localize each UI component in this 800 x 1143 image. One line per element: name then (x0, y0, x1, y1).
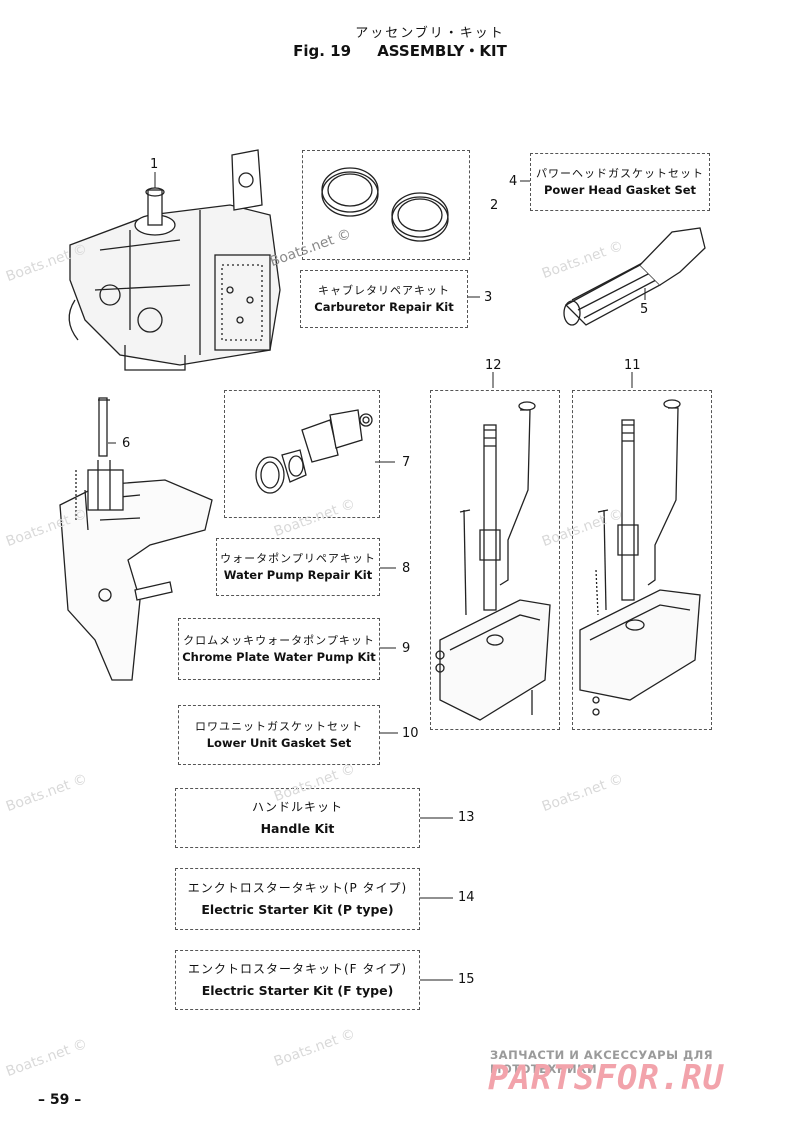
lower-unit-gasket-set-box: ロワユニットガスケットセット Lower Unit Gasket Set (178, 705, 380, 765)
chrome-plate-water-pump-kit-box: クロムメッキウォータポンプキット Chrome Plate Water Pump… (178, 618, 380, 680)
water-pump-parts-illustration (255, 409, 373, 494)
ref-number-2: 2 (490, 198, 499, 213)
lower-unit-housing-12-box (430, 390, 560, 730)
chrome-plate-water-pump-kit-jp: クロムメッキウォータポンプキット (183, 634, 375, 647)
water-pump-repair-kit-box: ウォータポンプリペアキット Water Pump Repair Kit (216, 538, 380, 596)
chrome-plate-water-pump-kit-label: Chrome Plate Water Pump Kit (182, 650, 376, 664)
piston-rings-illustration (321, 167, 449, 242)
shop-subtitle: ЗАПЧАСТИ И АКСЕССУАРЫ ДЛЯ МОТОТЕХНИКИ (490, 1048, 714, 1076)
lower-unit-housing-11-box (572, 390, 712, 730)
electric-starter-kit-p-box: エンクトロスタータキット(P タイプ) Electric Starter Kit… (175, 868, 420, 930)
carburetor-repair-kit-box: キャブレタリペアキット Carburetor Repair Kit (300, 270, 468, 328)
ref-number-8: 8 (402, 561, 411, 576)
ref-number-6: 6 (122, 436, 131, 451)
lower-unit-housing-12-illustration (435, 401, 551, 721)
water-pump-parts-box (224, 390, 380, 518)
shop-logo: PARTSFOR.RU (488, 1058, 725, 1098)
page-number: – 59 – (38, 1092, 82, 1108)
ref-number-3: 3 (484, 290, 493, 305)
ref-number-14: 14 (458, 890, 475, 905)
electric-starter-kit-p-label: Electric Starter Kit (P type) (201, 902, 394, 917)
handle-kit-box: ハンドルキット Handle Kit (175, 788, 420, 848)
ref-number-5: 5 (640, 302, 649, 317)
carburetor-repair-kit-jp: キャブレタリペアキット (318, 284, 450, 297)
handle-kit-label: Handle Kit (260, 821, 335, 836)
electric-starter-kit-f-label: Electric Starter Kit (F type) (201, 983, 394, 998)
ref-number-7: 7 (402, 455, 411, 470)
ref-number-1: 1 (150, 157, 159, 172)
lower-unit-gasket-set-label: Lower Unit Gasket Set (206, 736, 352, 750)
piston-rings-box (302, 150, 470, 260)
figure-number: Fig. 19 (293, 42, 352, 60)
page-title-japanese: アッセンブリ・キット (355, 26, 505, 41)
ref-number-9: 9 (402, 641, 411, 656)
handle-kit-jp: ハンドルキット (251, 800, 343, 814)
water-pump-repair-kit-jp: ウォータポンプリペアキット (220, 552, 376, 565)
lower-unit-gasket-set-jp: ロワユニットガスケットセット (195, 720, 363, 733)
lower-unit-illustration (59, 397, 213, 681)
page-title: Fig. 19 ASSEMBLY・KIT (0, 40, 800, 61)
carburetor-repair-kit-label: Carburetor Repair Kit (314, 300, 454, 314)
ref-number-10: 10 (402, 726, 419, 741)
power-head-illustration (68, 149, 281, 371)
power-head-gasket-set-box: パワーヘッドガスケットセット Power Head Gasket Set (530, 153, 710, 211)
electric-starter-kit-f-jp: エンクトロスタータキット(F タイプ) (187, 962, 408, 976)
lower-unit-housing-11-illustration (579, 399, 701, 716)
ref-number-4: 4 (509, 174, 518, 189)
ref-number-13: 13 (458, 810, 475, 825)
figure-title: ASSEMBLY・KIT (377, 42, 507, 60)
power-head-gasket-set-label: Power Head Gasket Set (543, 183, 697, 197)
handle-grip-illustration (563, 227, 706, 326)
electric-starter-kit-f-box: エンクトロスタータキット(F タイプ) Electric Starter Kit… (175, 950, 420, 1010)
ref-number-12: 12 (485, 358, 502, 373)
power-head-gasket-set-jp: パワーヘッドガスケットセット (536, 167, 704, 180)
water-pump-repair-kit-label: Water Pump Repair Kit (223, 568, 373, 582)
electric-starter-kit-p-jp: エンクトロスタータキット(P タイプ) (187, 881, 408, 895)
ref-number-11: 11 (624, 358, 641, 373)
ref-number-15: 15 (458, 972, 475, 987)
